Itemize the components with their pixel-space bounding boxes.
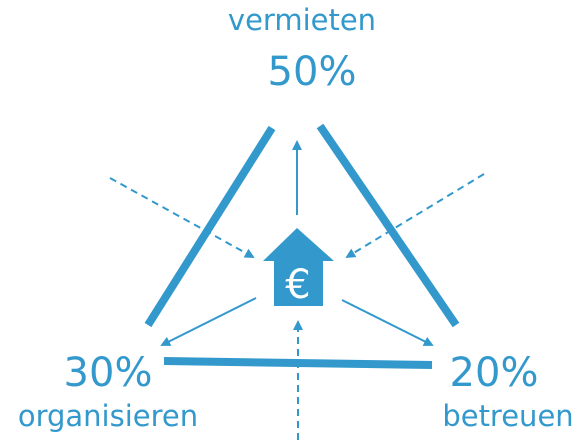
- top-percent: 50%: [268, 49, 357, 95]
- triangle-side-right: [316, 123, 460, 328]
- triangle-side-left: [144, 125, 276, 328]
- dashed-arrow-top-right: [345, 173, 485, 259]
- dashed-arrow-top-left: [109, 177, 255, 258]
- left-label: organisieren: [18, 399, 198, 433]
- right-label: betreuen: [442, 399, 573, 433]
- left-percent: 30%: [64, 350, 153, 396]
- arrow-to-right: [341, 299, 434, 346]
- euro-symbol: €: [285, 262, 310, 308]
- top-label: vermieten: [228, 3, 376, 37]
- house-euro-icon: €: [263, 228, 334, 308]
- right-percent: 20%: [450, 350, 539, 396]
- arrow-to-left: [160, 297, 257, 346]
